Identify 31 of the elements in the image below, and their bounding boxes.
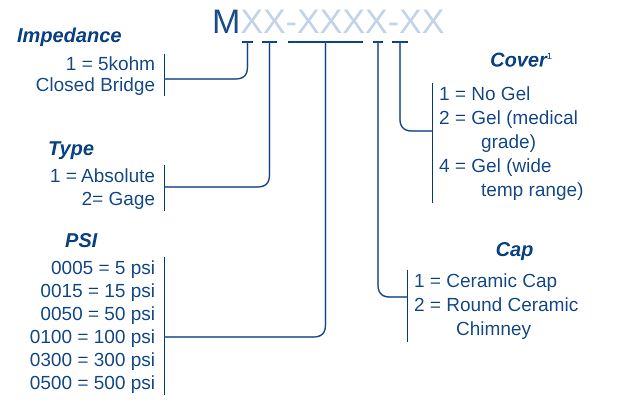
option-text: 2 = Round Ceramic Chimney: [414, 294, 580, 342]
option-text: 0005 = 5 psi: [50, 257, 155, 280]
part-number-prefix: M: [212, 3, 240, 41]
option-text: 2= Gage: [80, 188, 155, 211]
option-text: 0015 = 15 psi: [39, 280, 155, 303]
connector-line: [399, 42, 432, 132]
code-underline: [262, 41, 277, 42]
group-heading: PSI: [64, 229, 98, 253]
option-text: 2 = Gel (medical grade): [439, 106, 579, 155]
connector-line: [165, 42, 248, 80]
option-text: 4 = Gel (wide temp range): [439, 154, 584, 203]
option-text: 1 = Absolute: [48, 165, 155, 188]
code-underline: [373, 41, 383, 42]
option-text: 0500 = 500 psi: [28, 372, 155, 395]
option-text: 1 = No Gel: [439, 82, 532, 107]
code-underline: [288, 41, 363, 42]
option-text: 0050 = 50 psi: [39, 303, 155, 326]
group-heading: Cap: [494, 238, 534, 262]
connector-line: [165, 42, 270, 188]
code-underline: [392, 41, 408, 42]
option-text: 0100 = 100 psi: [28, 326, 155, 349]
connector-line: [377, 42, 407, 298]
option-text: 0300 = 300 psi: [28, 349, 155, 372]
code-underline: [242, 41, 253, 42]
option-text: 1 = Ceramic Cap: [414, 270, 558, 294]
part-number-code: XX-XXXX-XX: [240, 3, 444, 41]
group-heading: Impedance: [16, 24, 122, 48]
group-heading: Cover$^{1}$: [489, 48, 553, 73]
option-text: 1 = 5kohm Closed Bridge: [34, 54, 155, 96]
connector-line: [165, 42, 326, 338]
group-heading: Type: [47, 137, 95, 161]
